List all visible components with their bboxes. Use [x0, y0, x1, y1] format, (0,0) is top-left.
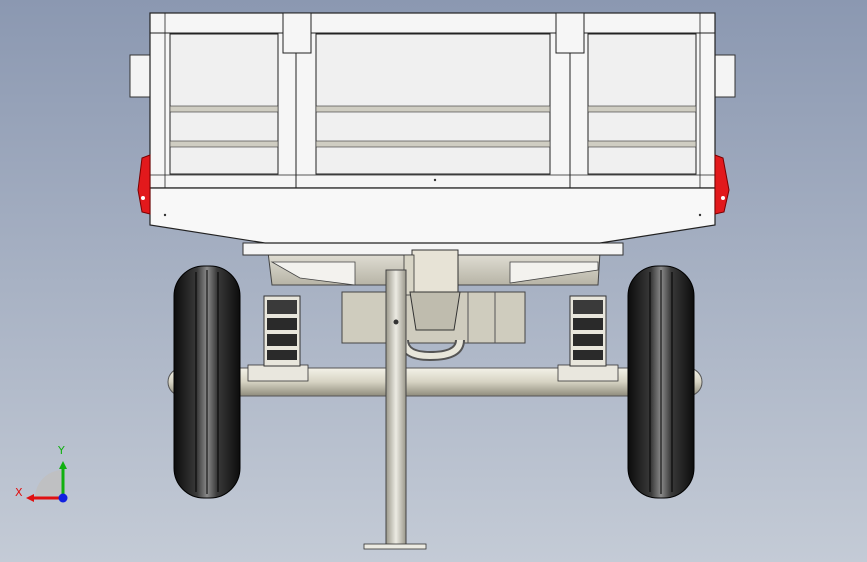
coordinate-triad: X Y [15, 444, 68, 503]
x-axis-label: X [15, 486, 23, 499]
right-spring [569, 295, 607, 367]
trailer-bed [129, 12, 736, 244]
right-wheel [627, 265, 695, 499]
left-spring [263, 295, 301, 367]
x-axis-arrowhead [26, 494, 34, 502]
left-wheel [173, 265, 241, 499]
z-axis-dot [58, 493, 68, 503]
right-reflector [714, 154, 730, 215]
triad-plane-indicator [35, 470, 63, 498]
y-axis-label: Y [57, 444, 65, 457]
left-reflector [137, 154, 151, 215]
y-axis-arrowhead [59, 461, 67, 469]
tongue-jack-stand [363, 269, 427, 550]
axle-beam [167, 364, 703, 397]
